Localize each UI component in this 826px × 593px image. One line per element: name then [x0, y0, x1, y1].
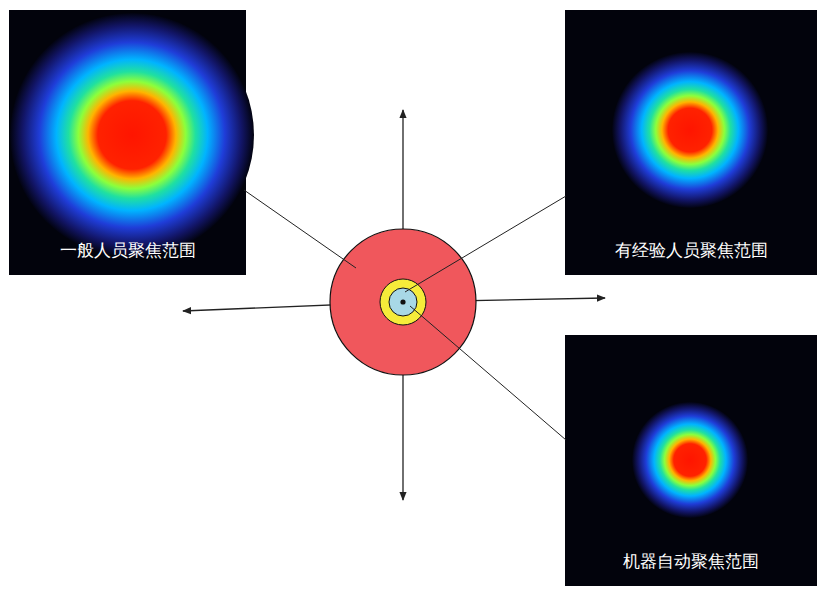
beam-image-panel: 一般人员聚焦范围 — [9, 10, 246, 275]
beam-image — [565, 10, 817, 275]
range-circle — [389, 288, 417, 316]
axis-arrows — [183, 110, 605, 500]
beam-image-panel: 有经验人员聚焦范围 — [565, 10, 817, 275]
range-circle — [380, 279, 426, 325]
range-circle — [330, 229, 476, 375]
leader-line — [244, 190, 356, 268]
beam-image-panel: 机器自动聚焦范围 — [565, 335, 817, 586]
beam-spot — [632, 402, 748, 518]
image-ground — [565, 335, 817, 586]
beam-spot — [612, 52, 768, 208]
leader-lines — [244, 190, 566, 440]
center-dot — [400, 299, 405, 304]
panel-caption: 有经验人员聚焦范围 — [565, 240, 817, 261]
beam-image — [565, 335, 817, 586]
leader-line — [405, 196, 566, 292]
image-ground — [565, 10, 817, 275]
leader-line — [410, 306, 566, 440]
beam-image — [9, 10, 254, 275]
panel-caption: 机器自动聚焦范围 — [565, 551, 817, 572]
panel-caption: 一般人员聚焦范围 — [9, 240, 246, 261]
beam-spot — [10, 13, 254, 257]
